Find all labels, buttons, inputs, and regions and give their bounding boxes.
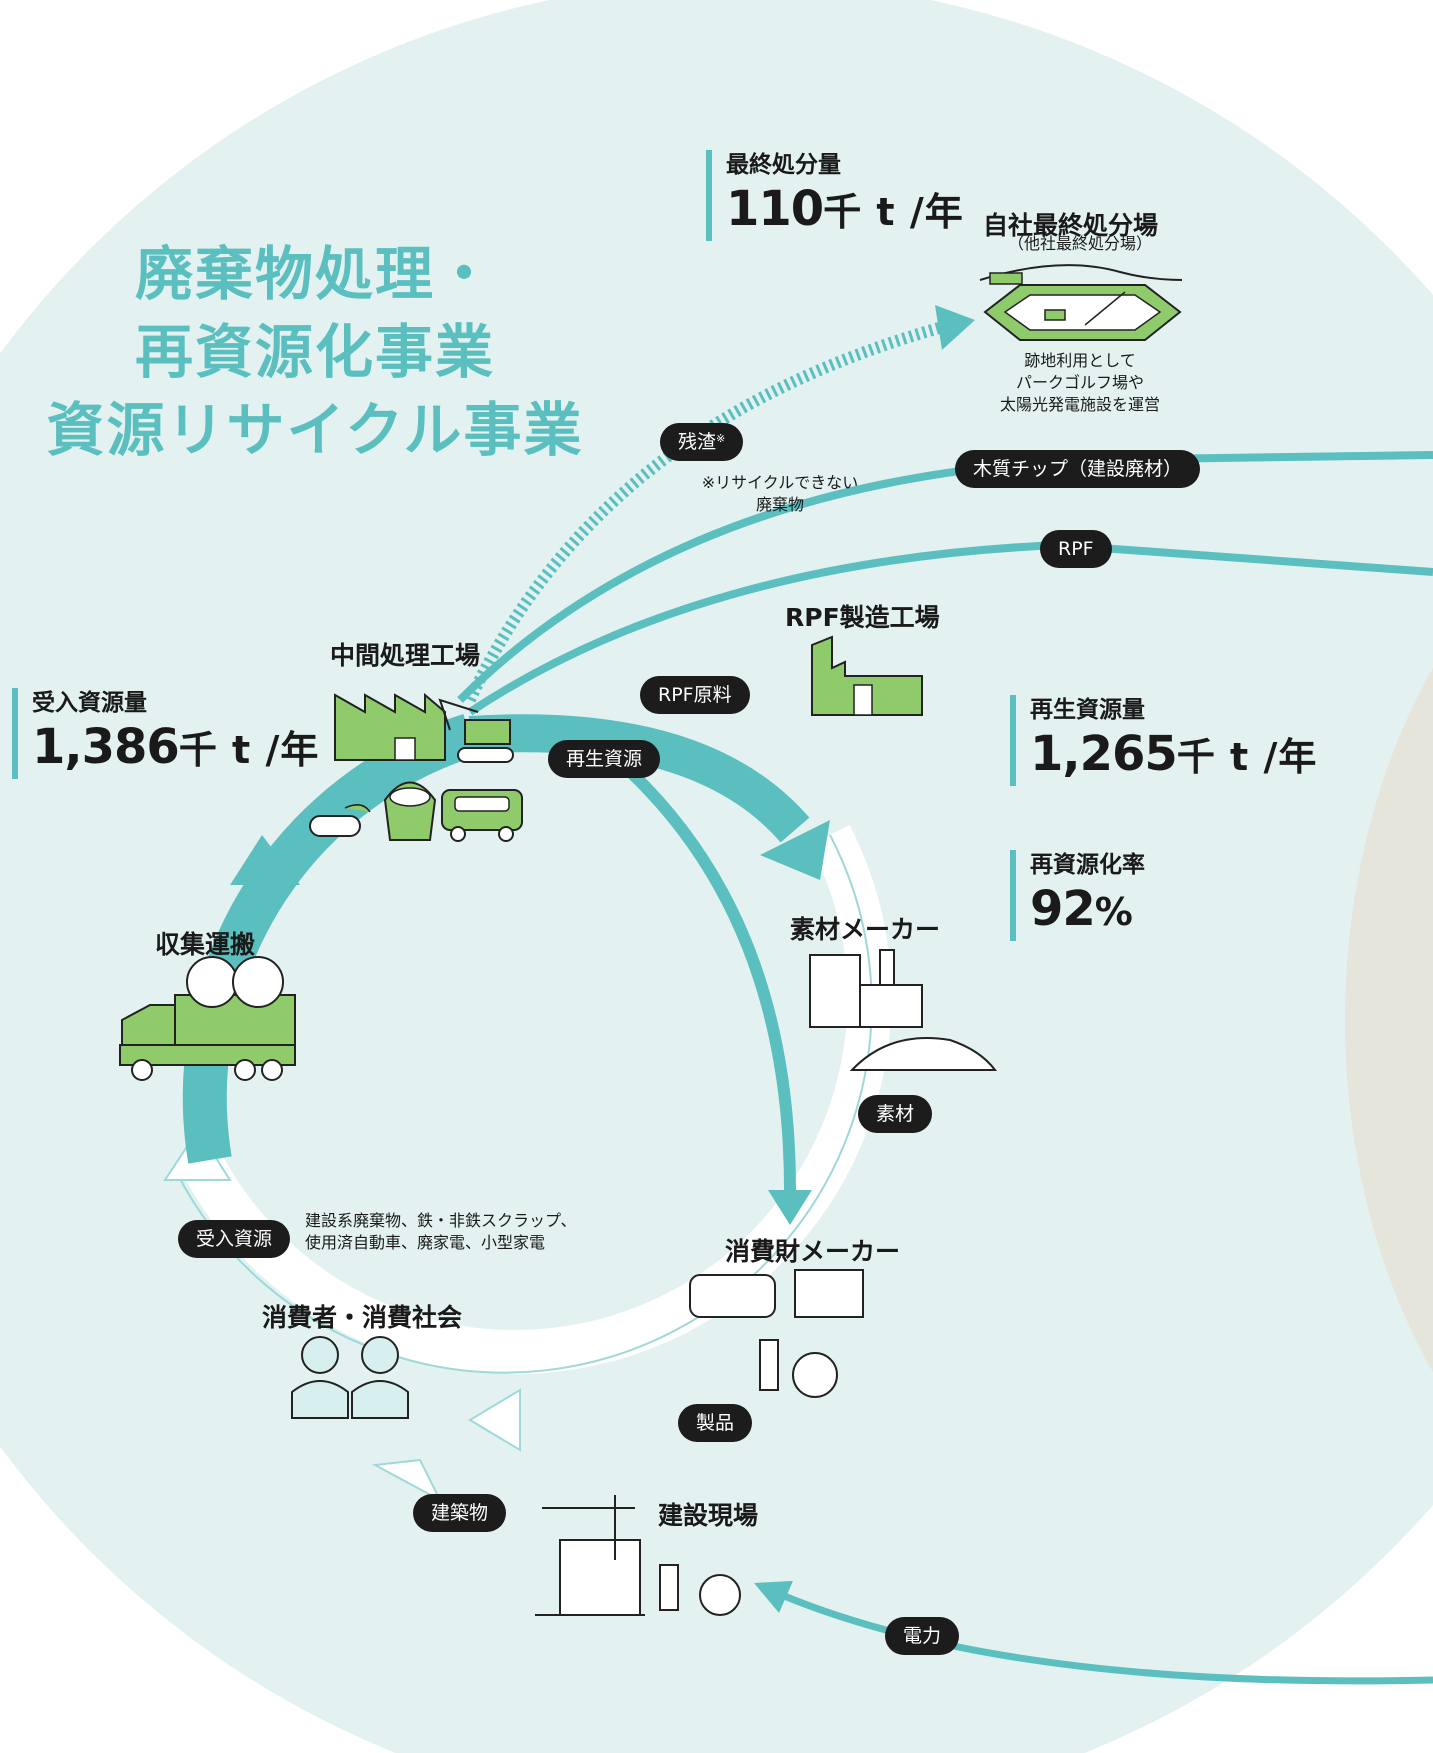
stat-received-label: 受入資源量 — [32, 690, 147, 716]
pill-received-resource: 受入資源 — [178, 1220, 291, 1258]
received-note-2: 使用済自動車、廃家電、小型家電 — [305, 1233, 546, 1252]
material-factory-icon — [809, 949, 998, 1071]
crane-building-icon — [535, 1495, 741, 1616]
material-maker-label: 素材メーカー — [790, 915, 941, 944]
title-line-2: 再資源化事業 — [134, 318, 495, 386]
residue-arrowhead — [935, 305, 975, 350]
residue-note: ※リサイクルできない 廃棄物 — [680, 472, 880, 516]
rpf-plant-label: RPF製造工場 — [785, 603, 940, 632]
consumer-goods-icon — [689, 1269, 864, 1398]
teal-arrowhead-material — [760, 820, 830, 880]
landfill-note-1: 跡地利用として — [1024, 351, 1136, 370]
teal-arrowhead-up — [230, 835, 300, 885]
pill-residue: 残渣※ — [660, 423, 744, 461]
landfill-sub: （他社最終処分場） — [1007, 234, 1152, 253]
teal-arrow-recycled — [468, 714, 810, 843]
title-line-1: 廃棄物処理・ — [134, 240, 495, 308]
teal-cycle-arrow — [182, 714, 477, 1164]
pill-electricity: 電力 — [885, 1617, 960, 1655]
stat-rate-value: 92% — [1030, 880, 1145, 941]
rpf-line — [467, 540, 1433, 716]
received-note-1: 建設系廃棄物、鉄・非鉄スクラップ、 — [305, 1211, 577, 1230]
pill-recycled-resource: 再生資源 — [548, 740, 661, 778]
log-icon — [309, 804, 371, 837]
landfill-note-3: 太陽光発電施設を運営 — [999, 395, 1160, 414]
electricity-line — [753, 1580, 1433, 1685]
pill-residue-mark: ※ — [716, 432, 726, 445]
received-note: 建設系廃棄物、鉄・非鉄スクラップ、 使用済自動車、廃家電、小型家電 — [305, 1210, 625, 1254]
stat-final-disposal: 最終処分量 110千 t /年 — [706, 150, 964, 241]
gray-region — [1345, 667, 1433, 1373]
stat-received-value: 1,386千 t /年 — [32, 718, 319, 779]
landfill-name: 自社最終処分場 — [983, 211, 1159, 240]
stat-rate: 再資源化率 92% — [1010, 850, 1145, 941]
pill-product: 製品 — [678, 1404, 753, 1442]
rpf-factory-icon — [811, 635, 923, 716]
final-disposal-number: 110 — [726, 181, 824, 237]
residue-note-1: ※リサイクルできない — [701, 473, 859, 492]
bag-icon — [383, 781, 437, 841]
stat-recycled-label: 再生資源量 — [1030, 697, 1145, 723]
residue-note-2: 廃棄物 — [755, 495, 804, 514]
excavator-icon — [438, 698, 514, 763]
received-unit: 千 t /年 — [178, 728, 320, 772]
white-arrowhead-left — [468, 1388, 521, 1452]
rate-unit: % — [1094, 890, 1134, 934]
stat-final-disposal-value: 110千 t /年 — [726, 180, 964, 241]
landfill-note-2: パークゴルフ場や — [1015, 373, 1144, 392]
received-number: 1,386 — [32, 719, 180, 775]
recycled-unit: 千 t /年 — [1176, 735, 1318, 779]
stat-recycled-value: 1,265千 t /年 — [1030, 725, 1317, 786]
title-line-3: 資源リサイクル事業 — [46, 396, 584, 464]
pill-building: 建築物 — [413, 1494, 507, 1532]
consumers-label: 消費者・消費社会 — [262, 1303, 463, 1332]
consumer-goods-maker-label: 消費財メーカー — [725, 1237, 901, 1266]
construction-site-label: 建設現場 — [658, 1501, 759, 1530]
final-disposal-unit: 千 t /年 — [823, 190, 964, 234]
teal-arrow-consumer — [596, 740, 796, 1191]
landfill-icon — [979, 264, 1183, 341]
truck-icon — [119, 956, 296, 1081]
pill-residue-text: 残渣 — [678, 431, 717, 453]
recycled-number: 1,265 — [1030, 726, 1178, 782]
white-arrowhead-building — [371, 1458, 443, 1503]
stat-final-disposal-label: 最終処分量 — [726, 152, 841, 178]
car-icon — [441, 789, 523, 842]
pill-rpf-material: RPF原料 — [640, 676, 750, 714]
stat-received: 受入資源量 1,386千 t /年 — [12, 688, 319, 779]
teal-arrowhead-consumer — [768, 1190, 812, 1225]
pill-material: 素材 — [858, 1095, 933, 1133]
rate-number: 92 — [1030, 881, 1096, 937]
stat-recycled: 再生資源量 1,265千 t /年 — [1010, 695, 1317, 786]
residue-dotted-arrow — [464, 319, 952, 703]
stat-rate-label: 再資源化率 — [1030, 852, 1145, 878]
collection-label: 収集運搬 — [155, 930, 256, 959]
pill-rpf: RPF — [1040, 530, 1112, 568]
factory-icon — [334, 692, 446, 761]
pill-wood-chip: 木質チップ（建設廃材） — [955, 450, 1201, 488]
intermediate-plant-label: 中間処理工場 — [330, 641, 481, 670]
people-icon — [291, 1336, 409, 1419]
main-title: 廃棄物処理・ 再資源化事業 資源リサイクル事業 — [15, 235, 615, 469]
landfill-note: 跡地利用として パークゴルフ場や 太陽光発電施設を運営 — [970, 350, 1190, 416]
